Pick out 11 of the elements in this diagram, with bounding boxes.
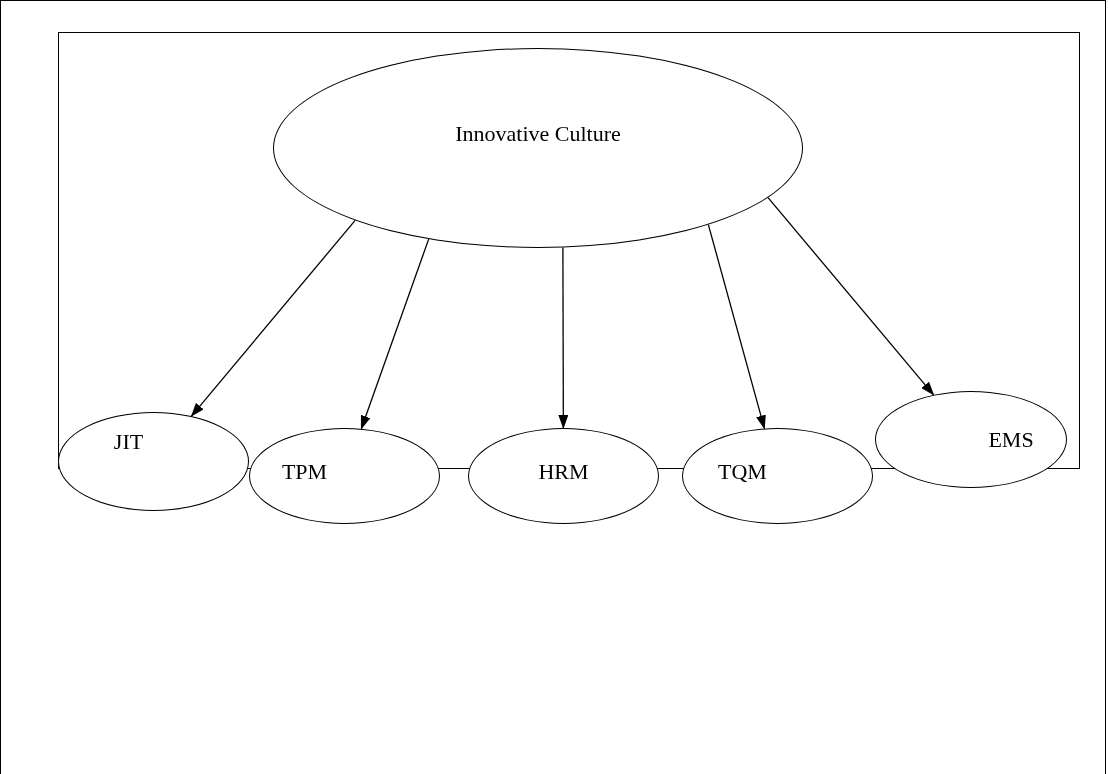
node-label: HRM	[538, 457, 589, 486]
node-label: EMS	[988, 426, 1034, 454]
arrow	[190, 219, 356, 417]
arrow	[360, 238, 430, 430]
node-label: JIT	[113, 428, 144, 456]
node-label: TPM	[281, 457, 328, 486]
node-label: TQM	[718, 457, 767, 486]
node-label: Innovative Culture	[455, 119, 621, 148]
arrow	[558, 246, 569, 429]
arrow	[767, 197, 935, 396]
arrow	[707, 223, 766, 430]
